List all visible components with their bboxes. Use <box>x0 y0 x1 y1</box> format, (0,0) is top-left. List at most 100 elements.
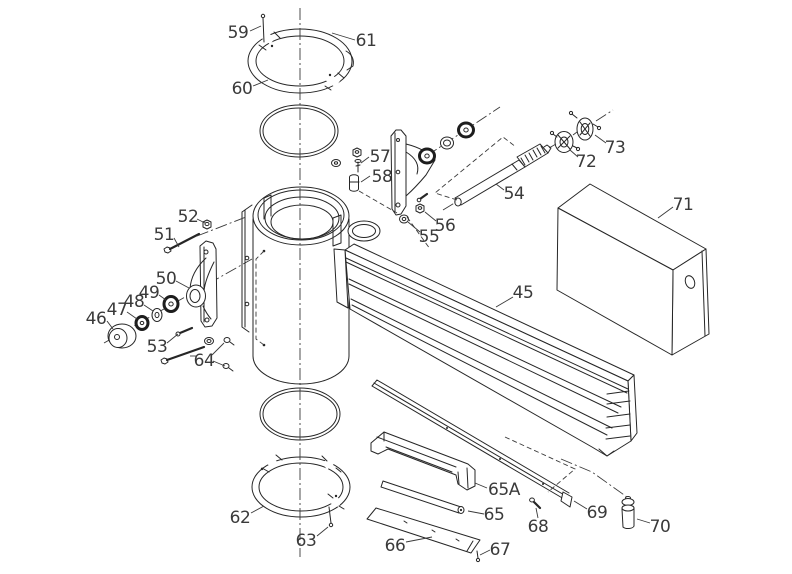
screw-bracket-right <box>416 192 429 203</box>
bracket-right <box>390 129 436 216</box>
part-leader-48 <box>143 304 154 312</box>
part-leader-49 <box>158 294 167 301</box>
nut-64 <box>204 337 214 345</box>
axis-lines-top <box>196 8 628 557</box>
right-hardware <box>331 110 602 224</box>
part-leader-45 <box>495 296 514 308</box>
part-label-73: 73 <box>605 138 626 158</box>
part-label-62: 62 <box>230 508 251 528</box>
part-label-61: 61 <box>356 31 377 51</box>
part-label-57: 57 <box>370 147 391 167</box>
shaft-spline-hatch <box>520 145 546 166</box>
part-label-51: 51 <box>154 225 175 245</box>
part-leader-52 <box>196 218 206 224</box>
part-leader-53 <box>166 333 179 344</box>
part-leader-64 <box>212 360 226 367</box>
part-label-54: 54 <box>504 184 525 204</box>
part-leader-65A <box>474 482 488 489</box>
bearing-set <box>418 121 475 165</box>
rim-key-slots <box>263 194 342 247</box>
part-label-45: 45 <box>513 283 534 303</box>
part-leader-56 <box>424 211 437 222</box>
screw-59 <box>260 13 266 43</box>
part-label-68: 68 <box>528 517 549 537</box>
screw-63 <box>328 506 334 528</box>
part-label-56: 56 <box>435 216 456 236</box>
arm-end-grooves <box>598 390 631 457</box>
nut-57 <box>352 147 362 158</box>
part-label-58: 58 <box>372 167 393 187</box>
handle-65A <box>370 431 476 491</box>
knob-46 <box>107 323 137 349</box>
part-label-59: 59 <box>228 23 249 43</box>
bracket-50 <box>186 240 218 328</box>
screw-68 <box>529 497 542 510</box>
o-ring-top <box>259 104 339 158</box>
arm-rail-lines <box>345 257 629 436</box>
part-leader-63 <box>316 526 329 537</box>
rail-69 <box>371 379 573 508</box>
flange-73 <box>568 110 602 141</box>
part-leader-59 <box>249 25 262 32</box>
part-leader-72 <box>569 149 579 158</box>
part-label-65A: 65A <box>488 480 521 500</box>
part-label-48: 48 <box>124 292 145 312</box>
plate-66 <box>366 507 481 554</box>
screw-57 <box>354 159 362 173</box>
part-label-67: 67 <box>490 540 511 560</box>
part-label-52: 52 <box>178 207 199 227</box>
washer-48 <box>151 308 163 322</box>
part-leader-70 <box>636 518 651 524</box>
part-leader-64 <box>211 342 225 356</box>
part-label-50: 50 <box>156 269 177 289</box>
screw-53 <box>175 326 194 337</box>
part-leader-69 <box>573 500 588 510</box>
part-label-47: 47 <box>107 300 128 320</box>
cylinder-rim-outer <box>252 186 350 246</box>
rod-65 <box>380 480 465 514</box>
part-leader-54 <box>495 183 505 191</box>
arm-45 <box>333 243 638 457</box>
part-leader-46 <box>106 320 114 330</box>
part-leader-58 <box>360 175 371 183</box>
part-leader-62 <box>250 505 265 514</box>
part-leader-73 <box>594 134 607 144</box>
part-leader-66 <box>405 536 433 543</box>
part-label-69: 69 <box>587 503 608 523</box>
part-label-49: 49 <box>139 283 160 303</box>
washer-57 <box>331 159 341 167</box>
cover-box-71 <box>556 183 710 356</box>
part-label-71: 71 <box>673 195 694 215</box>
part-leader-65 <box>467 510 485 515</box>
shaft-54 <box>454 143 552 207</box>
part-leader-50 <box>175 280 190 289</box>
part-label-64: 64 <box>194 351 215 371</box>
nut-56 <box>415 203 425 214</box>
part-label-65: 65 <box>484 505 505 525</box>
pin-58 <box>349 174 360 192</box>
washer-55 <box>399 214 409 224</box>
bearing-49 <box>162 295 180 313</box>
part-leader-60 <box>252 79 269 87</box>
part-leader-67 <box>479 549 491 556</box>
bolt-64 <box>160 337 235 372</box>
screw-64a <box>223 337 235 346</box>
part-label-72: 72 <box>576 152 597 172</box>
part-leader-71 <box>657 206 674 219</box>
part-leader-51 <box>173 237 180 248</box>
screw-64b <box>222 363 234 372</box>
bracket-hub <box>186 284 206 308</box>
bolt-51 <box>163 232 201 254</box>
part-label-66: 66 <box>385 536 406 556</box>
left-hardware <box>107 219 235 372</box>
part-label-70: 70 <box>650 517 671 537</box>
part-leader-55 <box>407 221 421 233</box>
part-label-55: 55 <box>419 227 440 247</box>
head-cylinder <box>241 186 381 385</box>
part-label-63: 63 <box>296 531 317 551</box>
part-leader-61 <box>331 32 356 41</box>
bearing-47 <box>134 315 150 331</box>
